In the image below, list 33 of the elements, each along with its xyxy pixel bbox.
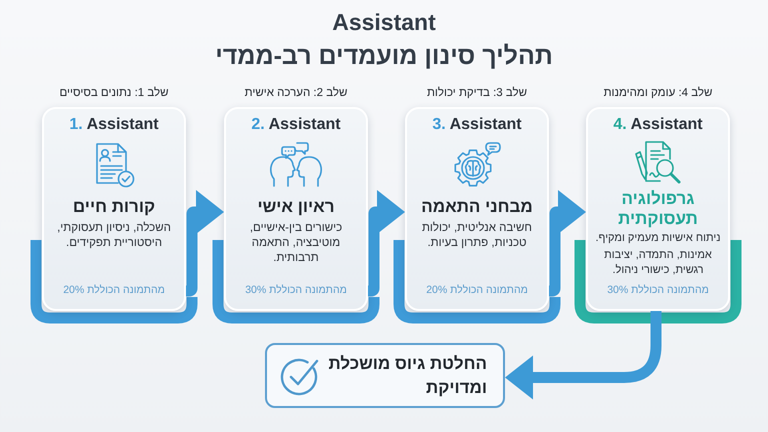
card-description: השכלה, ניסיון תעסוקתי, היסטוריית תפקידים. bbox=[56, 221, 172, 251]
card-description: חשיבה אנליטית, יכולות טכניות, פתרון בעיות. bbox=[420, 221, 534, 251]
card-title: מבחני התאמה bbox=[421, 197, 533, 217]
result-box bbox=[265, 343, 505, 408]
card-title: גרפולוגיה תעסוקתית bbox=[617, 189, 699, 229]
result-text: החלטת גיוס מושכלת ומדויקת bbox=[327, 352, 487, 398]
diagram-title: תהליך סינון מועמדים רב-ממדי bbox=[215, 41, 553, 71]
step-card bbox=[405, 107, 549, 311]
weight-note: 30% מהתמונה הכוללת bbox=[245, 283, 347, 297]
flow-arrow bbox=[366, 190, 405, 296]
step-card bbox=[42, 107, 186, 311]
card-description: ניתוח אישיות מעמיק ומקיף. bbox=[596, 231, 720, 246]
weight-note: 30% מהתמונה הכוללת bbox=[607, 283, 709, 297]
top-heading: Assistant bbox=[332, 9, 436, 35]
card-heading: 3. Assistant bbox=[432, 115, 522, 135]
step-label: שלב 3: בדיקת יכולות bbox=[426, 86, 528, 100]
flow-arrow bbox=[184, 190, 224, 296]
step-card bbox=[224, 107, 368, 311]
flow-arrow bbox=[546, 190, 586, 296]
step-card bbox=[586, 107, 730, 311]
weight-note: 20% מהתמונה הכוללת bbox=[426, 283, 528, 297]
card-description: כישורים בין-אישיים, מוטיבציה, התאמה תרבותית. bbox=[248, 221, 344, 266]
card-description: אמינות, התמדה, יציבות רגשית, כישורי ניהול. bbox=[603, 248, 713, 278]
card-heading: 2. Assistant bbox=[251, 115, 341, 135]
weight-note: 20% מהתמונה הכוללת bbox=[63, 283, 165, 297]
step-label: שלב 4: עומק ומהימנות bbox=[604, 86, 712, 100]
step-label: שלב 1: נתונים בסיסיים bbox=[59, 86, 169, 100]
card-title: קורות חיים bbox=[72, 197, 156, 217]
card-heading: 1. Assistant bbox=[69, 115, 159, 135]
card-heading: 4. Assistant bbox=[613, 115, 703, 135]
flow-arrow bbox=[505, 311, 662, 400]
card-title: ראיון אישי bbox=[257, 197, 335, 217]
step-label: שלב 2: הערכה אישית bbox=[244, 86, 348, 100]
